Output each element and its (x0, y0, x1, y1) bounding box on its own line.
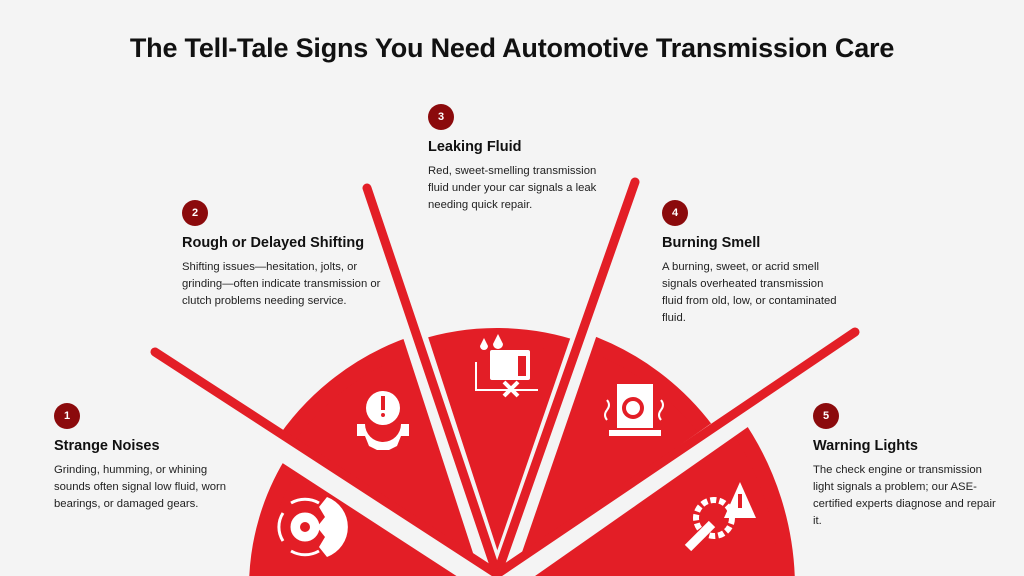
sign-1: 1 Strange Noises Grinding, humming, or w… (54, 403, 239, 513)
sign-description: Shifting issues—hesitation, jolts, or gr… (182, 261, 381, 307)
sign-description: The check engine or transmission light s… (813, 464, 996, 527)
wedge-gap (493, 394, 767, 576)
pointer-needle-1 (150, 347, 502, 576)
pointer-needle-4 (492, 327, 860, 576)
sign-title: Leaking Fluid (428, 139, 522, 155)
sign-title: Burning Smell (662, 235, 761, 251)
number-badge: 4 (662, 200, 688, 226)
fluid-leak-icon (475, 334, 538, 398)
number-badge: 2 (182, 200, 208, 226)
overheat-icon (604, 384, 664, 436)
sign-3: 3 Leaking Fluid Red, sweet-smelling tran… (428, 104, 613, 214)
sign-description: Red, sweet-smelling transmission fluid u… (428, 165, 597, 211)
pointer-needle-3 (492, 177, 640, 576)
warning-gear-icon (684, 482, 756, 552)
sign-4: 4 Burning Smell A burning, sweet, or acr… (662, 200, 847, 327)
number-badge: 3 (428, 104, 454, 130)
sign-description: A burning, sweet, or acrid smell signals… (662, 261, 837, 324)
number-badge: 1 (54, 403, 80, 429)
noise-gear-icon (277, 497, 348, 557)
wedge-gap (222, 403, 501, 576)
number-badge: 5 (813, 403, 839, 429)
sign-title: Rough or Delayed Shifting (182, 235, 365, 251)
pointer-needle-2 (362, 183, 502, 576)
sign-description: Grinding, humming, or whining sounds oft… (54, 464, 227, 510)
sign-5: 5 Warning Lights The check engine or tra… (813, 403, 998, 530)
sign-title: Strange Noises (54, 438, 160, 454)
sign-2: 2 Rough or Delayed Shifting Shifting iss… (182, 200, 382, 310)
alert-gear-icon (357, 391, 409, 450)
page-title: The Tell-Tale Signs You Need Automotive … (129, 33, 895, 63)
sign-title: Warning Lights (813, 438, 918, 454)
